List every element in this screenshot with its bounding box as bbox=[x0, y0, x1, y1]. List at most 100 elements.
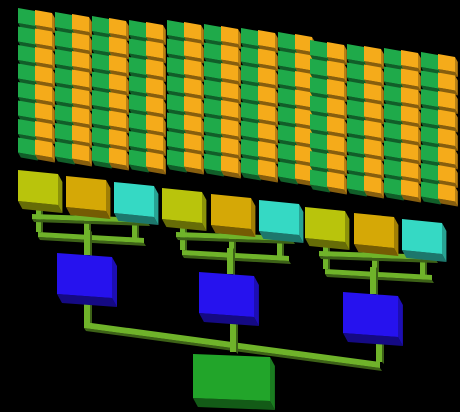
core-front-face bbox=[109, 92, 126, 110]
core-bottom-face bbox=[384, 192, 404, 201]
core-bottom-face bbox=[241, 117, 261, 125]
core-front-face bbox=[35, 102, 52, 121]
core-front-face bbox=[327, 60, 344, 79]
core-front-face bbox=[347, 81, 364, 99]
core-bottom-face bbox=[167, 146, 187, 154]
core-front-face bbox=[167, 94, 184, 112]
core-front-face bbox=[92, 108, 109, 127]
core-front-face bbox=[364, 120, 381, 138]
core-side-face bbox=[89, 17, 92, 37]
core-bottom-face bbox=[92, 86, 112, 95]
core-front-face bbox=[72, 14, 89, 32]
core-bottom-face bbox=[241, 61, 261, 70]
core-front-face bbox=[184, 40, 201, 59]
core bbox=[364, 101, 384, 125]
core-front-face bbox=[221, 81, 238, 100]
core-bottom-face bbox=[421, 178, 441, 186]
core-bottom-face bbox=[310, 55, 330, 63]
core bbox=[109, 147, 129, 171]
core-bottom-face bbox=[384, 118, 404, 127]
core-front-face bbox=[258, 141, 275, 159]
core-side-face bbox=[344, 174, 347, 195]
core-bottom-face bbox=[146, 129, 166, 138]
core-side-face bbox=[455, 112, 458, 133]
core bbox=[18, 137, 38, 161]
core bbox=[72, 106, 92, 130]
core-front-face bbox=[55, 104, 72, 123]
core bbox=[109, 55, 129, 78]
core-front-face bbox=[35, 84, 52, 102]
core-bottom-face bbox=[327, 112, 347, 121]
cluster-2-l3-riser-face bbox=[227, 248, 233, 274]
core bbox=[327, 42, 347, 65]
core-front-face bbox=[258, 48, 275, 67]
core-side-face bbox=[275, 144, 278, 164]
core-bottom-face bbox=[347, 188, 367, 197]
core-bottom-face bbox=[347, 59, 367, 67]
core-bottom-face bbox=[258, 82, 278, 90]
core-bottom-face bbox=[310, 166, 330, 174]
core-front-face bbox=[146, 59, 163, 77]
cluster-1-l2-block-1-front-face bbox=[18, 170, 58, 205]
core-bottom-face bbox=[327, 57, 347, 65]
core-bottom-face bbox=[384, 63, 404, 71]
core-bottom-face bbox=[204, 39, 224, 47]
core-bottom-face bbox=[364, 172, 384, 180]
core-bottom-face bbox=[109, 51, 129, 60]
core-front-face bbox=[295, 108, 312, 126]
core bbox=[35, 102, 55, 126]
core-front-face bbox=[241, 83, 258, 102]
core-front-face bbox=[438, 54, 455, 72]
core-front-face bbox=[310, 77, 327, 95]
core-bottom-face bbox=[401, 83, 421, 92]
cluster-2-l2-bus-low bbox=[182, 250, 291, 264]
core-side-face bbox=[275, 125, 278, 146]
core-front-face bbox=[310, 95, 327, 114]
core-front-face bbox=[310, 151, 327, 169]
core-front-face bbox=[55, 141, 72, 160]
core-bottom-face bbox=[55, 27, 75, 35]
core bbox=[438, 165, 458, 188]
core-front-face bbox=[384, 177, 401, 196]
core bbox=[327, 116, 347, 139]
core-front-face bbox=[327, 171, 344, 190]
core-front-face bbox=[129, 75, 146, 94]
cluster-2-l2-block-1 bbox=[162, 188, 207, 231]
core-bottom-face bbox=[221, 96, 241, 105]
core-side-face bbox=[418, 164, 421, 184]
core-front-face bbox=[347, 136, 364, 155]
core-bottom-face bbox=[35, 43, 55, 52]
core-bottom-face bbox=[92, 142, 112, 150]
core bbox=[438, 146, 458, 170]
core-front-face bbox=[204, 24, 221, 42]
core-bottom-face bbox=[184, 55, 204, 64]
cluster-2-l3-block-side-face bbox=[254, 276, 259, 326]
core-side-face bbox=[238, 121, 241, 142]
core-bottom-face bbox=[401, 139, 421, 147]
core-front-face bbox=[384, 103, 401, 122]
core bbox=[72, 88, 92, 111]
core-bottom-face bbox=[167, 35, 187, 43]
core-side-face bbox=[201, 43, 204, 64]
core bbox=[258, 159, 278, 183]
core-bottom-face bbox=[438, 180, 458, 188]
core-front-face bbox=[109, 55, 126, 73]
core bbox=[327, 97, 347, 121]
core bbox=[401, 161, 421, 184]
core-bottom-face bbox=[146, 55, 166, 64]
core bbox=[109, 36, 129, 60]
core-front-face bbox=[364, 46, 381, 64]
core-front-face bbox=[109, 147, 126, 166]
core-bottom-face bbox=[310, 147, 330, 156]
core-bottom-face bbox=[184, 148, 204, 156]
core-bottom-face bbox=[109, 125, 129, 134]
core-side-face bbox=[381, 86, 384, 106]
core-front-face bbox=[184, 59, 201, 77]
core-bottom-face bbox=[421, 141, 441, 149]
core-front-face bbox=[18, 137, 35, 156]
core-front-face bbox=[18, 82, 35, 100]
core-side-face bbox=[455, 168, 458, 188]
core-bottom-face bbox=[310, 92, 330, 100]
core bbox=[129, 149, 149, 173]
core-front-face bbox=[18, 119, 35, 137]
